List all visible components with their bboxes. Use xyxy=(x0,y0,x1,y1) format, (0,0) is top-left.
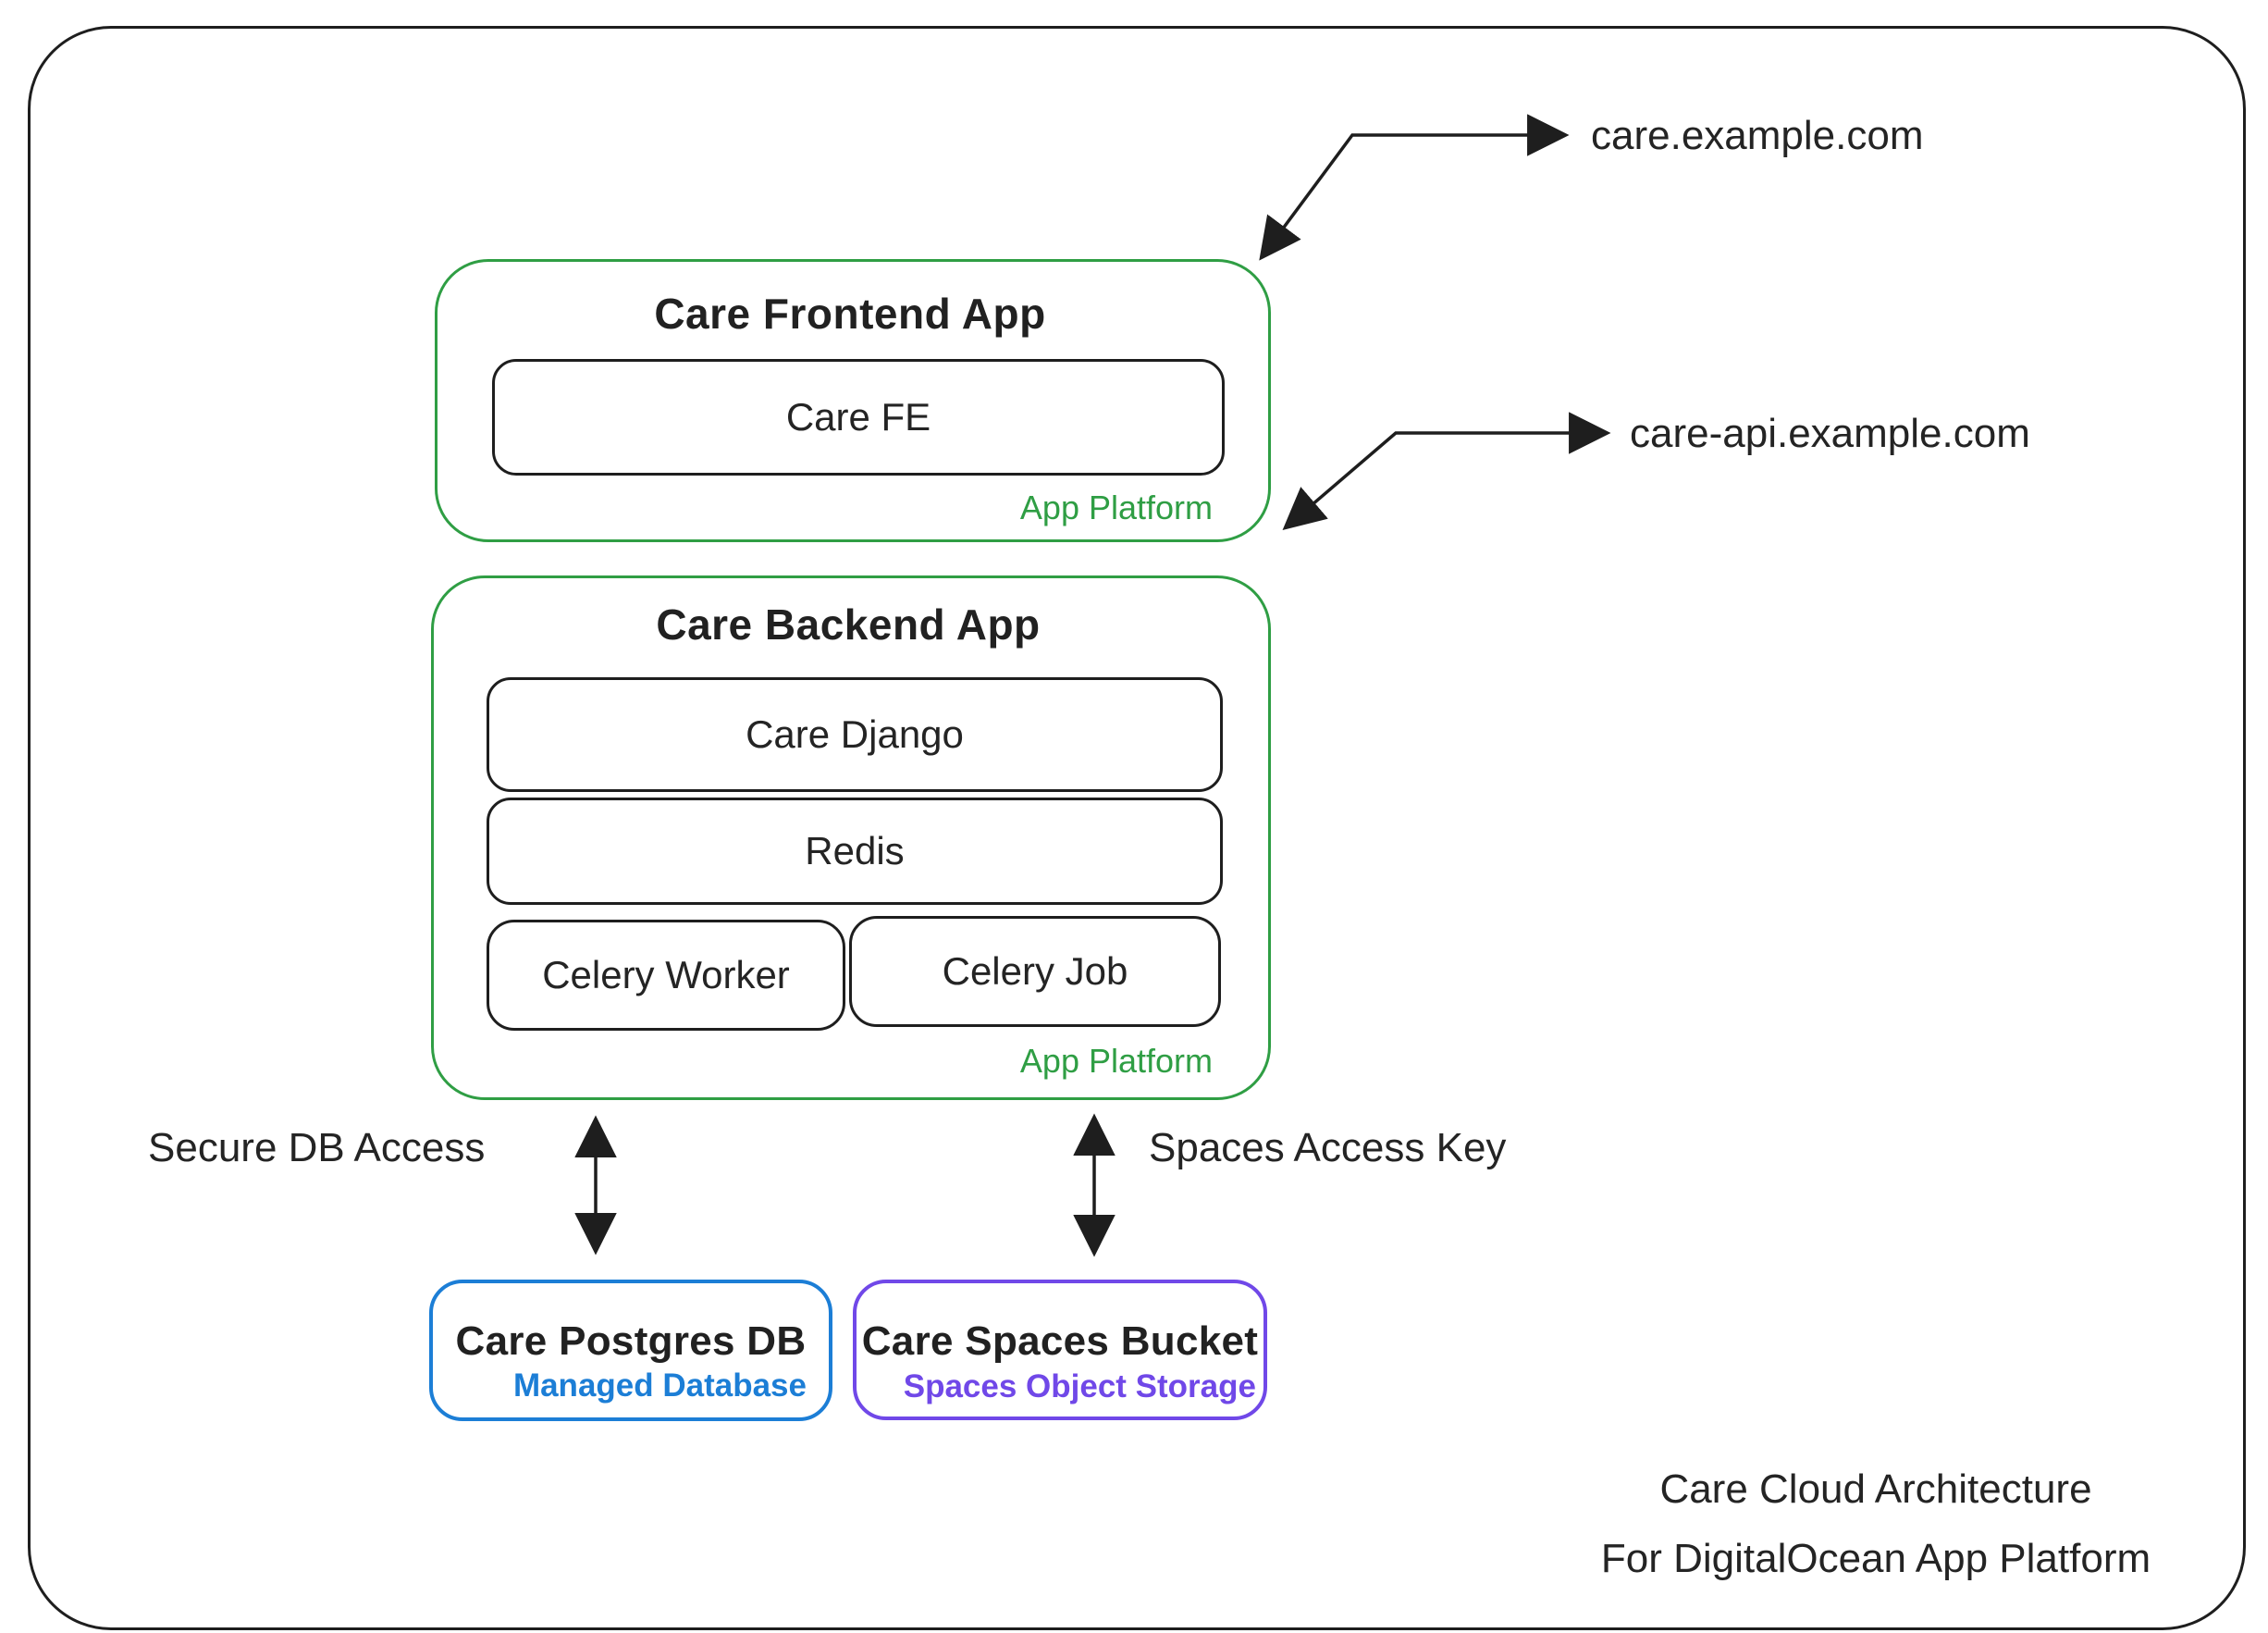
diagram-caption: Care Cloud Architecture For DigitalOcean… xyxy=(1524,1454,2227,1593)
care-django-label: Care Django xyxy=(746,712,964,756)
diagram-outer-frame xyxy=(28,26,2246,1630)
secure-db-access-label: Secure DB Access xyxy=(148,1125,486,1170)
backend-domain-text: care-api.example.com xyxy=(1630,411,2030,456)
celery-worker-label: Celery Worker xyxy=(542,953,790,996)
spaces-access-key-label: Spaces Access Key xyxy=(1149,1125,1507,1170)
celery-job-label: Celery Job xyxy=(942,949,1128,993)
redis-box: Redis xyxy=(487,798,1223,905)
care-django-box: Care Django xyxy=(487,677,1223,792)
postgres-db-box: Care Postgres DB Managed Database xyxy=(429,1280,832,1421)
app-platform-label-backend: App Platform xyxy=(1019,1042,1213,1080)
managed-database-label: Managed Database xyxy=(512,1367,807,1404)
postgres-db-title: Care Postgres DB xyxy=(455,1318,807,1364)
celery-worker-box: Celery Worker xyxy=(487,920,845,1031)
frontend-domain-text: care.example.com xyxy=(1591,113,1924,158)
app-platform-label-frontend: App Platform xyxy=(1019,489,1213,526)
spaces-object-storage-label: Spaces Object Storage xyxy=(903,1368,1256,1404)
care-fe-box: Care FE xyxy=(492,359,1225,476)
spaces-bucket-title: Care Spaces Bucket xyxy=(861,1318,1259,1364)
redis-label: Redis xyxy=(805,829,905,872)
care-fe-label: Care FE xyxy=(785,395,931,439)
backend-app-title: Care Backend App xyxy=(656,600,1041,649)
frontend-app-title: Care Frontend App xyxy=(654,290,1046,338)
caption-line-2: For DigitalOcean App Platform xyxy=(1600,1536,2151,1581)
caption-line-1: Care Cloud Architecture xyxy=(1659,1466,2092,1512)
spaces-bucket-box: Care Spaces Bucket Spaces Object Storage xyxy=(853,1280,1267,1420)
celery-job-box: Celery Job xyxy=(849,916,1221,1027)
